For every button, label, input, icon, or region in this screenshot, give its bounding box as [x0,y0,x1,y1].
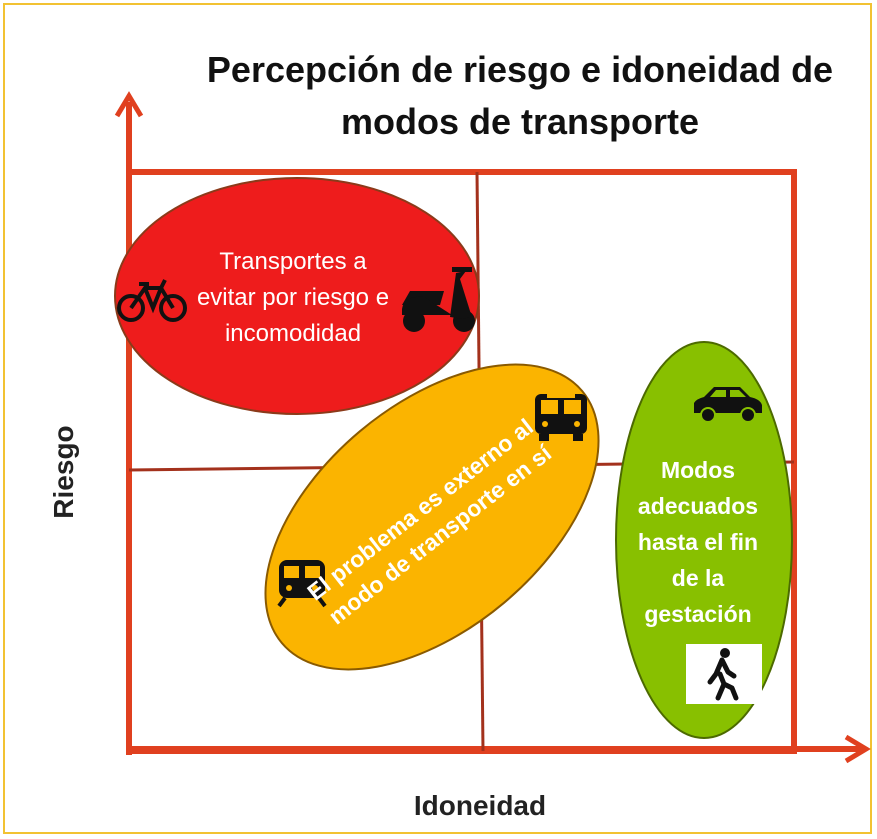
scooter-icon [402,267,475,332]
grid-box [126,169,797,754]
car-icon [694,387,762,423]
x-axis-label: Idoneidad [413,790,547,821]
bus-icon [535,394,587,441]
diagram-title: Percepción de riesgo e idoneidad de modo… [206,49,834,142]
red-region-text: Transportes a evitar por riesgo e incomo… [196,248,390,347]
pedestrian-icon [686,644,762,704]
bicycle-icon [117,279,187,322]
red-region [114,177,480,415]
green-region [615,341,793,739]
train-icon [277,560,327,608]
orange-region [264,363,600,671]
green-region-text: Modos adecuados hasta el fin de la gesta… [637,457,759,627]
y-axis-label: Riesgo [48,425,79,519]
